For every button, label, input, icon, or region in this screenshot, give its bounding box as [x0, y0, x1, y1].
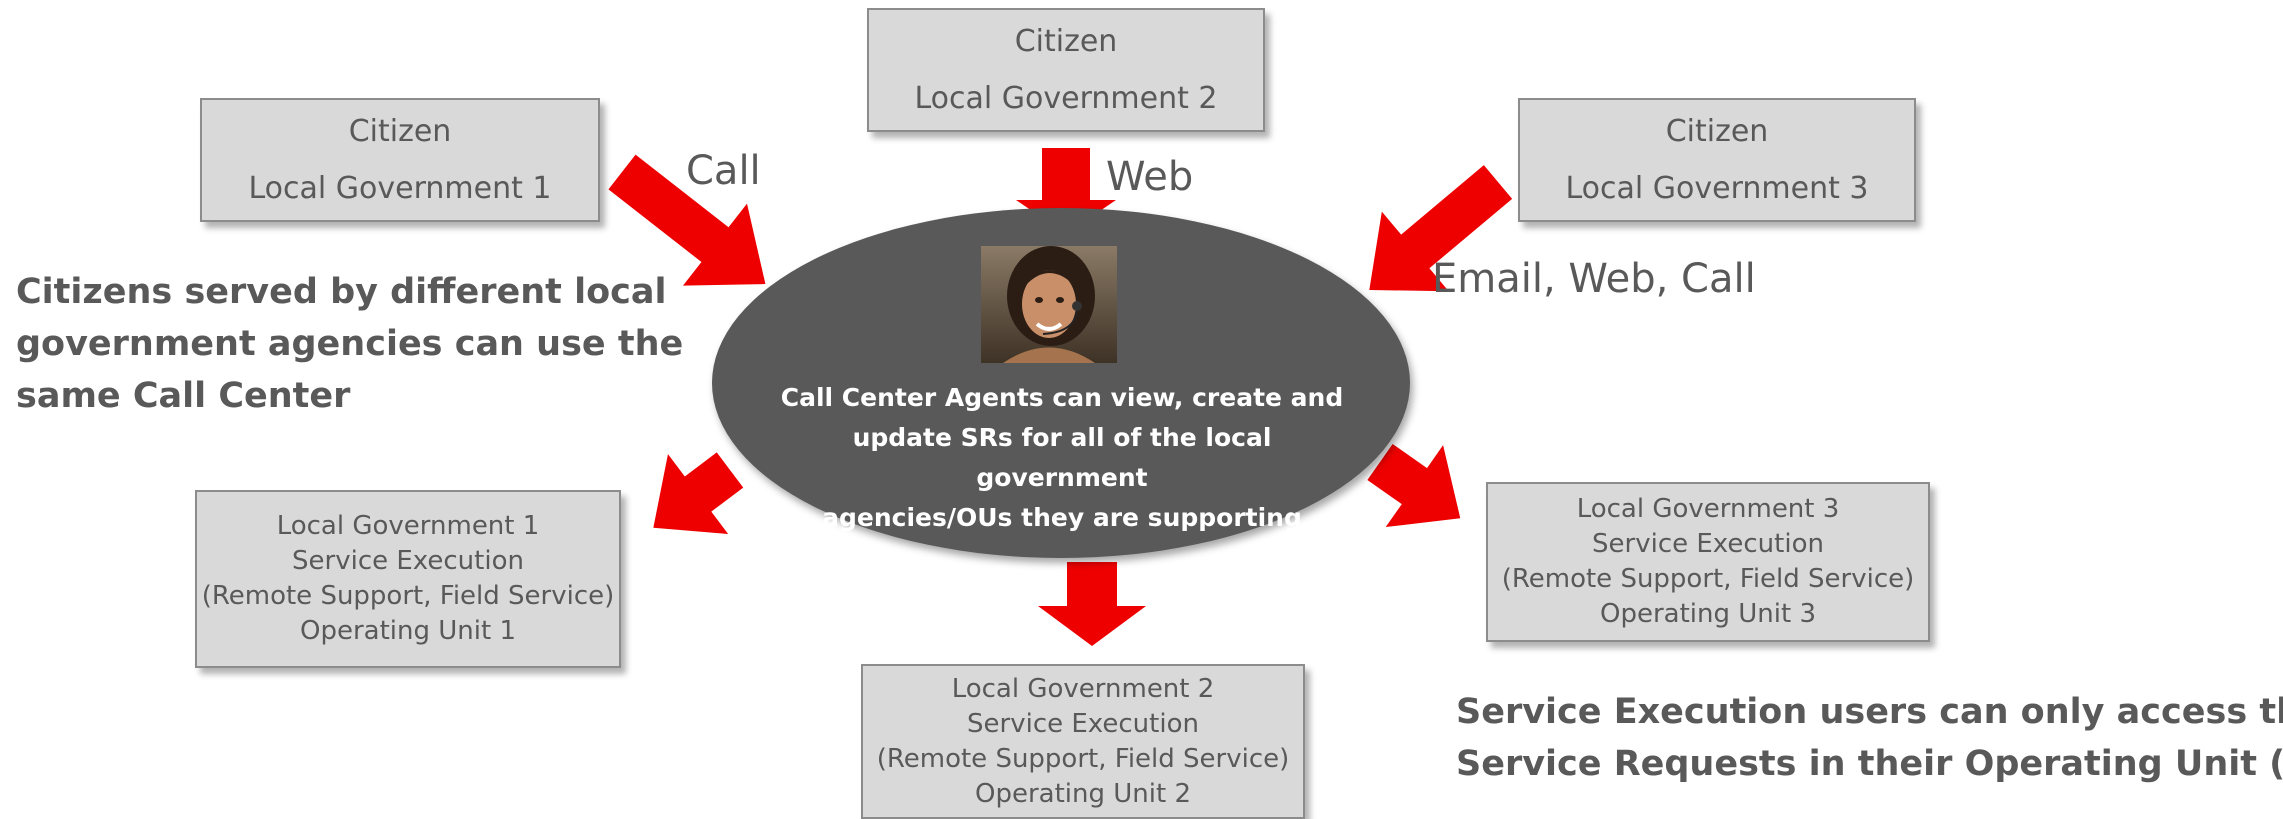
call-center-line: agencies/OUs they are supporting [822, 503, 1302, 532]
call-center-line: Call Center Agents can view, create and [780, 383, 1344, 412]
call-center-description: Call Center Agents can view, create and … [770, 378, 1354, 538]
exec-line: Service Execution [292, 546, 524, 576]
arrow-center-to-exec-lg2 [1038, 562, 1146, 646]
arrow-lg1-to-center [608, 154, 766, 286]
execution-box-lg2: Local Government 2 Service Execution (Re… [861, 664, 1305, 819]
call-center-line: update SRs for all of the local governme… [852, 423, 1272, 492]
citizen-box-lg2: Citizen Local Government 2 [867, 8, 1265, 132]
right-note-line: Service Execution users can only access … [1456, 692, 2283, 732]
local-government-label: Local Government 3 [1565, 171, 1869, 206]
citizen-label: Citizen [1014, 24, 1118, 59]
exec-line: (Remote Support, Field Service) [201, 581, 615, 611]
exec-line: Local Government 3 [1576, 494, 1840, 524]
local-government-label: Local Government 1 [248, 171, 552, 206]
exec-line: Local Government 2 [951, 673, 1215, 704]
local-government-label: Local Government 2 [914, 81, 1218, 116]
exec-line: Operating Unit 3 [1600, 599, 1816, 629]
channel-label-lg3: Email, Web, Call [1432, 256, 1756, 302]
execution-box-lg1: Local Government 1 Service Execution (Re… [195, 490, 621, 668]
exec-line: (Remote Support, Field Service) [876, 743, 1290, 774]
exec-line: Operating Unit 1 [300, 616, 516, 646]
right-note: Service Execution users can only access … [1456, 686, 2283, 790]
exec-line: Operating Unit 2 [975, 778, 1191, 809]
exec-line: Local Government 1 [276, 511, 540, 541]
exec-line: (Remote Support, Field Service) [1501, 564, 1915, 594]
exec-line: Service Execution [1592, 529, 1824, 559]
channel-label-lg2: Web [1106, 154, 1194, 200]
execution-box-lg3: Local Government 3 Service Execution (Re… [1486, 482, 1930, 642]
arrow-center-to-exec-lg1 [653, 452, 744, 535]
call-center-agent-photo [981, 246, 1117, 363]
agent-headset-icon [981, 246, 1117, 363]
left-note-line: Citizens served by different local [16, 272, 667, 312]
left-note-line: same Call Center [16, 376, 351, 416]
arrow-lg3-to-center [1369, 165, 1513, 292]
arrow-center-to-exec-lg3 [1367, 443, 1461, 528]
left-note-line: government agencies can use the [16, 324, 684, 364]
channel-label-lg1: Call [686, 148, 761, 194]
right-note-line: Service Requests in their Operating Unit… [1456, 744, 2283, 784]
citizen-label: Citizen [1665, 114, 1769, 149]
citizen-box-lg3: Citizen Local Government 3 [1518, 98, 1916, 222]
left-note: Citizens served by different local gover… [16, 266, 683, 422]
citizen-box-lg1: Citizen Local Government 1 [200, 98, 600, 222]
exec-line: Service Execution [967, 708, 1199, 739]
citizen-label: Citizen [348, 114, 452, 149]
